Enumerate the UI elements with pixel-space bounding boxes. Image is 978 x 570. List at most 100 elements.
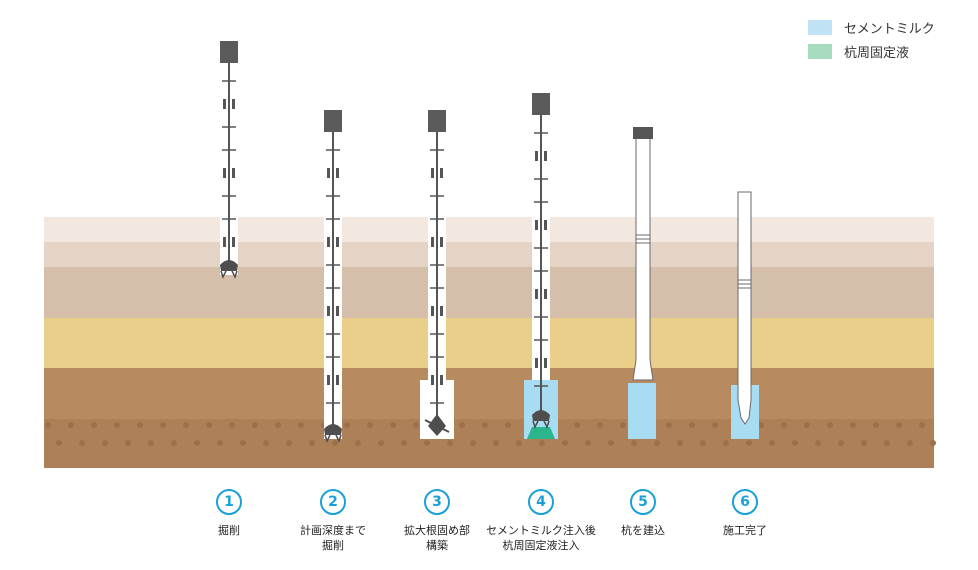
- soil-dot: [516, 440, 522, 446]
- shaft-coupling: [544, 289, 547, 299]
- soil-dot: [539, 440, 545, 446]
- step-number-badge: 4: [528, 489, 554, 515]
- shaft-coupling: [232, 99, 235, 109]
- shaft-coupling: [336, 168, 339, 178]
- shaft-coupling: [440, 168, 443, 178]
- soil-dot: [114, 422, 120, 428]
- drill-motor: [324, 110, 342, 132]
- shaft-coupling: [431, 237, 434, 247]
- shaft-coupling: [431, 306, 434, 316]
- step-5: 5 杭を建込: [583, 489, 703, 538]
- upper-soil-layer: [44, 242, 934, 267]
- soil-dot: [68, 422, 74, 428]
- step-label: 計画深度まで 掘削: [300, 524, 366, 552]
- soil-dot: [286, 440, 292, 446]
- shaft-coupling: [544, 358, 547, 368]
- step-number-badge: 2: [320, 489, 346, 515]
- soil-dot: [447, 440, 453, 446]
- soil-dot: [217, 440, 223, 446]
- step-number-badge: 6: [732, 489, 758, 515]
- shaft-coupling: [535, 289, 538, 299]
- soil-dot: [102, 440, 108, 446]
- soil-dot: [861, 440, 867, 446]
- step-label: セメントミルク注入後 杭周固定液注入: [486, 524, 596, 552]
- soil-dot: [505, 422, 511, 428]
- soil-dot: [160, 422, 166, 428]
- step-label: 杭を建込: [621, 524, 665, 537]
- topsoil-layer: [44, 217, 934, 242]
- soil-dot: [229, 422, 235, 428]
- shaft-coupling: [431, 168, 434, 178]
- drilling-rod-4: [532, 93, 550, 429]
- soil-dot: [850, 422, 856, 428]
- step-1: 1 掘削: [169, 489, 289, 538]
- soil-dot: [148, 440, 154, 446]
- shaft-coupling: [440, 375, 443, 385]
- step-number-badge: 5: [630, 489, 656, 515]
- shaft-coupling: [336, 306, 339, 316]
- soil-dot: [792, 440, 798, 446]
- fixing-liquid-swatch: [808, 43, 832, 59]
- shaft-coupling: [336, 237, 339, 247]
- soil-dot: [666, 422, 672, 428]
- step-number-badge: 3: [424, 489, 450, 515]
- drilling-rod-1: [220, 41, 238, 279]
- shaft-coupling: [440, 237, 443, 247]
- step-label: 施工完了: [723, 524, 767, 537]
- drilling-rods: [220, 41, 550, 443]
- soil-dot: [930, 440, 936, 446]
- drill-bit: [532, 410, 550, 421]
- soil-dot: [712, 422, 718, 428]
- legend-item-fixing-liquid: 杭周固定液: [808, 40, 935, 62]
- soil-dot: [919, 422, 925, 428]
- soil-dot: [183, 422, 189, 428]
- soil-dot: [574, 422, 580, 428]
- shaft-coupling: [327, 375, 330, 385]
- soil-dot: [45, 422, 51, 428]
- soil-dot: [838, 440, 844, 446]
- step-4: 4 セメントミルク注入後 杭周固定液注入: [481, 489, 601, 553]
- soil-dot: [378, 440, 384, 446]
- pile-5: [632, 127, 654, 381]
- soil-dot: [206, 422, 212, 428]
- legend-label: 杭周固定液: [844, 45, 910, 61]
- drill-bit-teeth: [220, 270, 238, 279]
- step-label: 掘削: [218, 524, 240, 537]
- drilling-rod-3: [424, 110, 450, 436]
- soil-dot: [298, 422, 304, 428]
- legend-item-cement-milk: セメントミルク: [808, 16, 935, 38]
- soil-dot: [654, 440, 660, 446]
- soil-dot: [815, 440, 821, 446]
- bearing-layer: [44, 419, 934, 468]
- soil-dot: [309, 440, 315, 446]
- soil-dot: [171, 440, 177, 446]
- shaft-coupling: [535, 358, 538, 368]
- expansion-bit-wing: [424, 419, 450, 433]
- soil-dot: [424, 440, 430, 446]
- soil-dot: [482, 422, 488, 428]
- soil-dot: [677, 440, 683, 446]
- soil-dot: [493, 440, 499, 446]
- shaft-coupling: [232, 237, 235, 247]
- pile-6-body: [737, 191, 752, 425]
- step-3: 3 拡大根固め部 構築: [377, 489, 497, 553]
- soil-dot: [769, 440, 775, 446]
- soil-dot: [125, 440, 131, 446]
- soil-dot: [413, 422, 419, 428]
- soil-dot: [907, 440, 913, 446]
- drilling-rod-2: [324, 110, 342, 443]
- soil-dot: [470, 440, 476, 446]
- soil-dot: [620, 422, 626, 428]
- soil-dot: [746, 440, 752, 446]
- soil-dot: [355, 440, 361, 446]
- shaft-coupling: [327, 306, 330, 316]
- step-label: 拡大根固め部 構築: [404, 524, 470, 552]
- shaft-coupling: [327, 168, 330, 178]
- drill-bit-teeth: [532, 420, 550, 429]
- soil-dot: [700, 440, 706, 446]
- soil-dot: [275, 422, 281, 428]
- shaft-coupling: [440, 306, 443, 316]
- soil-dot: [56, 440, 62, 446]
- soil-dot: [873, 422, 879, 428]
- soil-dot: [884, 440, 890, 446]
